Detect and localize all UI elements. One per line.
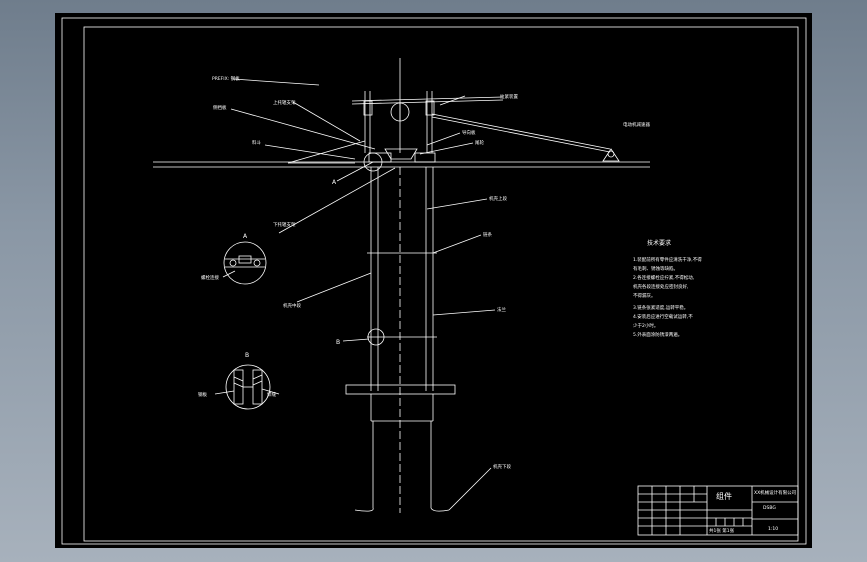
notes-title: 技术要求 [647,239,671,247]
label-hopper: 料斗 [252,139,261,146]
label-a: A [332,179,337,186]
label-b: B [336,339,340,346]
top-beam-2 [351,99,504,105]
title-block-drawing-no: DSBG [763,505,776,511]
label-motor-reducer: 电动机减速器 [623,121,650,128]
title-block-scale: 1:10 [768,526,778,532]
detail-a-title: A [243,233,248,240]
note-line: 不得漏灰。 [633,292,656,299]
title-block-sheet: 共1张 第1张 [709,527,735,534]
note-line: 少于2小时。 [633,322,658,329]
label-lower-support: 下托辊支架 [273,221,296,228]
lower-platform [345,384,456,395]
marker-circle-a [363,152,383,172]
note-line: 3.链条张紧适度,运转平稳。 [633,304,688,311]
cad-drawing: PREFIX: 钢板 侧挡板 上托辊支架 料斗 拉紧装置 导向板 尾轮 电动机减… [61,17,807,545]
label-top-beam: 拉紧装置 [500,93,518,100]
detail-a-circle [223,241,267,285]
label-detail-b-left: 钢板 [198,391,207,398]
anchor-triangle [602,148,620,162]
label-casing-bottom: 机壳下段 [493,463,511,470]
label-chain: 链条 [483,231,492,238]
note-line: 机壳各段连接处应密封良好, [633,283,688,290]
label-detail-b-right: 焊缝 [267,391,276,398]
detail-b-title: B [245,352,249,359]
note-line: 有毛刺、锈蚀等缺陷。 [633,265,678,272]
label-casing-mid: 机壳中段 [283,302,301,309]
label-tail-wheel: 尾轮 [475,139,484,146]
top-beam [351,96,504,102]
inner-frame [83,26,799,542]
hopper [384,148,418,160]
label-guide-plate: 导向板 [462,129,476,136]
drawing-sheet: PREFIX: 钢板 侧挡板 上托辊支架 料斗 拉紧装置 导向板 尾轮 电动机减… [55,13,812,548]
label-side-plate: 侧挡板 [213,104,227,111]
title-block-name: 组件 [716,491,732,501]
note-line: 2.各连接螺栓应拧紧,不得松动, [633,274,694,281]
title-block-company: XX机械设计有限公司 [754,489,796,496]
label-upper-bracket: 上托辊支架 [273,99,296,106]
note-line: 1.装配前所有零件应清洗干净,不得 [633,256,702,263]
outer-frame [61,17,807,545]
title-block [637,485,799,536]
label-casing-top: 机壳上段 [489,195,507,202]
label-top-plate: PREFIX: 钢板 [212,75,240,82]
label-flange: 法兰 [497,306,506,313]
detail-b-circle [225,364,271,410]
note-line: 5.外表面涂防锈漆两遍。 [633,331,682,338]
technical-notes: 技术要求 1.装配前所有零件应清洗干净,不得 有毛刺、锈蚀等缺陷。 2.各连接螺… [633,239,702,338]
marker-circle-b [367,328,385,346]
note-line: 4.安装后应进行空载试运转,不 [633,313,693,320]
tension-rope [431,113,611,150]
label-detail-a: 螺栓连接 [201,274,219,281]
